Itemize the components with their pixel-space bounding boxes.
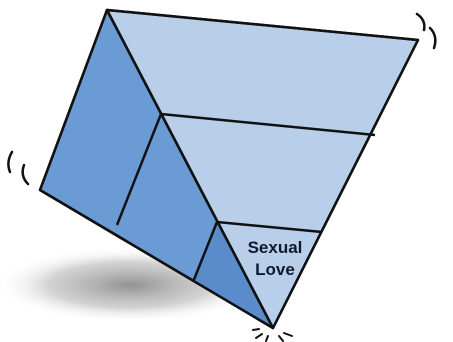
wobble-left-icon <box>8 152 28 184</box>
impact-burst-icon <box>253 329 292 341</box>
layer-label-line-1: Sexual <box>248 238 303 257</box>
layer-label-line-2: Love <box>255 260 295 279</box>
wobble-right-icon <box>417 14 435 48</box>
